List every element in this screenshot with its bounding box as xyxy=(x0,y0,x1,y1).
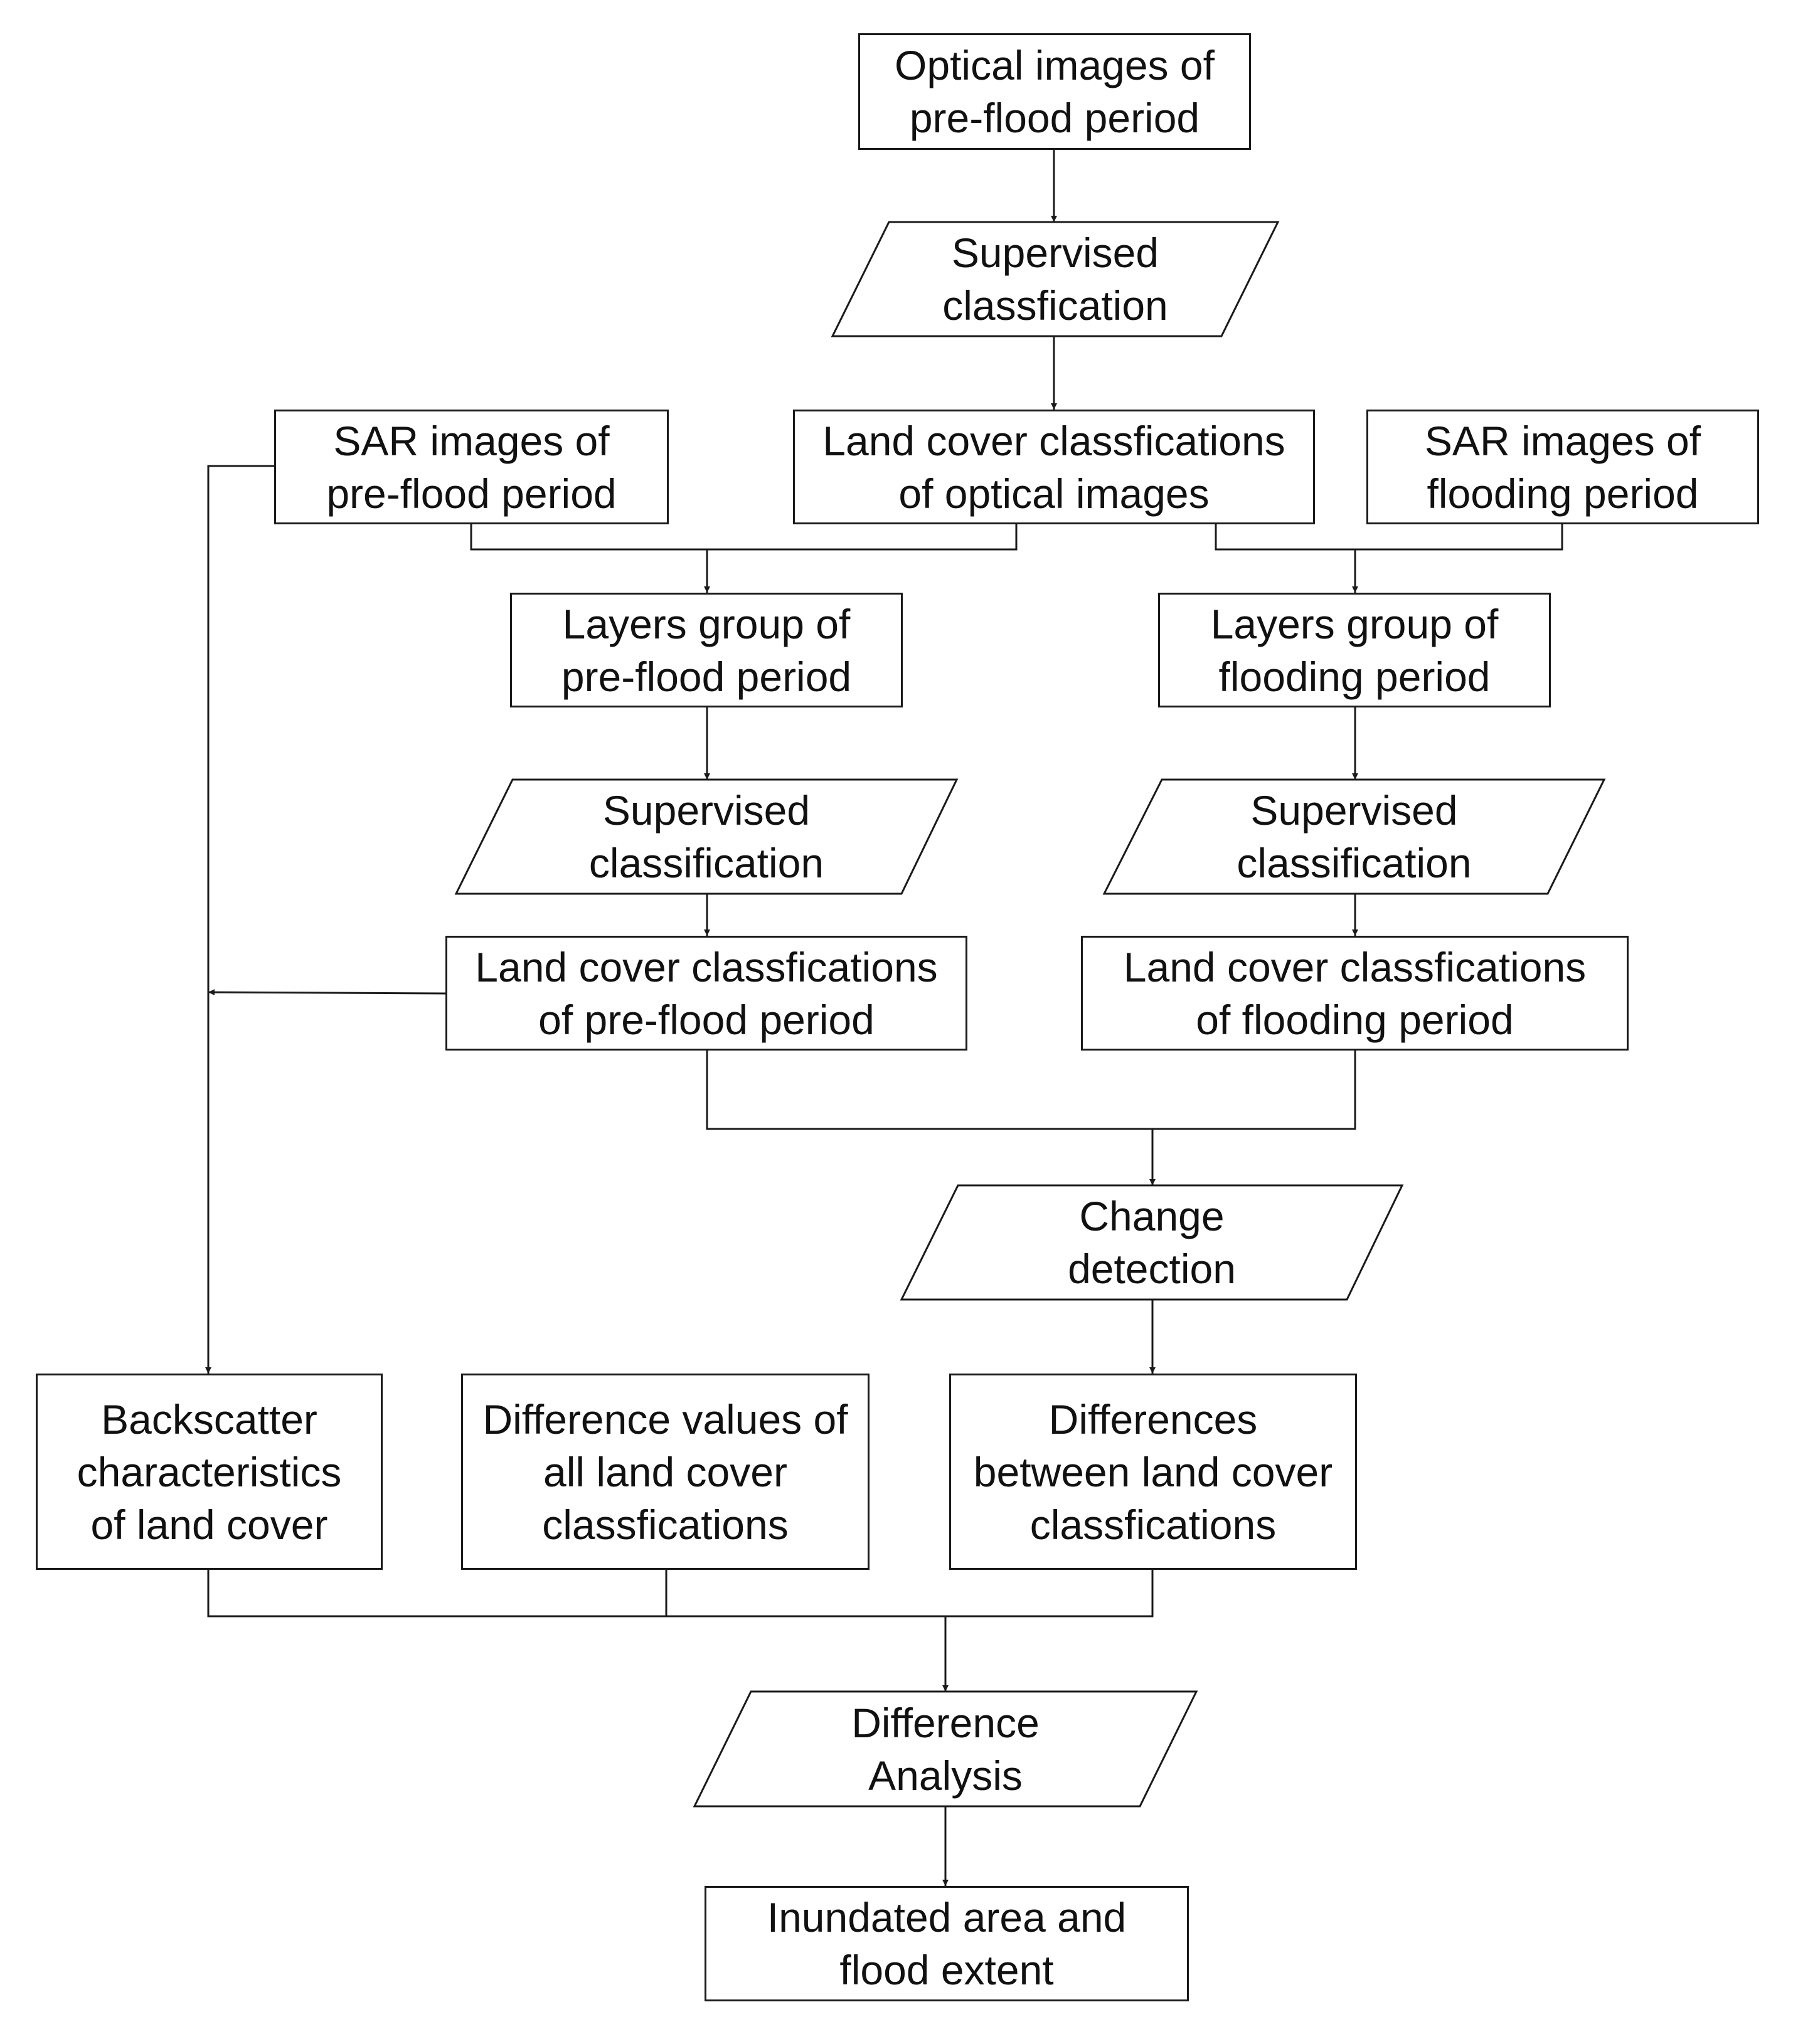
node-label: Backscatter characteristics of land cove… xyxy=(77,1395,342,1548)
node-label: SAR images of pre-flood period xyxy=(326,417,617,517)
node-optical-pre: Optical images of pre-flood period xyxy=(858,33,1251,150)
node-sup-class-pre: Supervised classification xyxy=(456,780,957,894)
node-backscatter: Backscatter characteristics of land cove… xyxy=(36,1374,383,1570)
node-label: Difference values of all land cover clas… xyxy=(482,1395,848,1548)
node-label: Land cover classfications of pre-flood p… xyxy=(475,943,938,1043)
node-label: Land cover classfications of flooding pe… xyxy=(1123,943,1587,1043)
node-layers-flood: Layers group of flooding period xyxy=(1158,593,1551,707)
shape-change-detection xyxy=(900,1184,1404,1301)
node-label: Supervised classification xyxy=(588,787,824,886)
edge-sar-pre-merge xyxy=(470,524,1018,551)
node-label: Change detection xyxy=(1068,1193,1236,1292)
node-label: Layers group of pre-flood period xyxy=(561,600,852,700)
node-layers-pre: Layers group of pre-flood period xyxy=(510,593,903,707)
node-label: Difference Analysis xyxy=(851,1699,1040,1799)
edge-landcover-merge-change xyxy=(706,1051,1356,1130)
node-difference-analysis: Difference Analysis xyxy=(694,1692,1196,1806)
edge-sar-pre-to-backscatter xyxy=(205,465,274,1374)
shape-sup-class-flood xyxy=(1102,778,1606,895)
node-difference-values: Difference values of all land cover clas… xyxy=(461,1374,870,1570)
node-landcover-optical: Land cover classfications of optical ima… xyxy=(793,410,1315,524)
edge-landcover-pre-to-backscatter xyxy=(208,989,446,996)
edge-bottom-merge xyxy=(207,1570,1154,1618)
node-differences-between: Differences between land cover classfica… xyxy=(949,1374,1357,1570)
shape-sup-class-optical xyxy=(831,221,1280,337)
node-label: Supervised classfication xyxy=(942,230,1168,329)
node-change-detection: Change detection xyxy=(902,1185,1402,1300)
node-label: SAR images of flooding period xyxy=(1424,417,1701,517)
node-label: Supervised classification xyxy=(1237,787,1472,886)
node-sar-pre: SAR images of pre-flood period xyxy=(274,410,669,524)
node-label: Inundated area and flood extent xyxy=(767,1894,1127,1993)
node-sar-flood: SAR images of flooding period xyxy=(1366,410,1759,524)
node-landcover-flood: Land cover classfications of flooding pe… xyxy=(1081,936,1629,1051)
shape-difference-analysis xyxy=(693,1690,1198,1808)
node-landcover-pre: Land cover classfications of pre-flood p… xyxy=(445,936,967,1051)
shape-sup-class-pre xyxy=(454,778,959,895)
node-label: Layers group of flooding period xyxy=(1210,600,1499,700)
edge-sar-flood-merge xyxy=(1215,524,1563,551)
node-sup-class-optical: Supervised classfication xyxy=(833,222,1278,336)
node-label: Land cover classfications of optical ima… xyxy=(822,417,1285,517)
node-label: Optical images of pre-flood period xyxy=(895,42,1215,141)
node-inundated: Inundated area and flood extent xyxy=(705,1886,1189,2001)
node-label: Differences between land cover classfica… xyxy=(973,1395,1333,1548)
node-sup-class-flood: Supervised classification xyxy=(1104,780,1604,894)
